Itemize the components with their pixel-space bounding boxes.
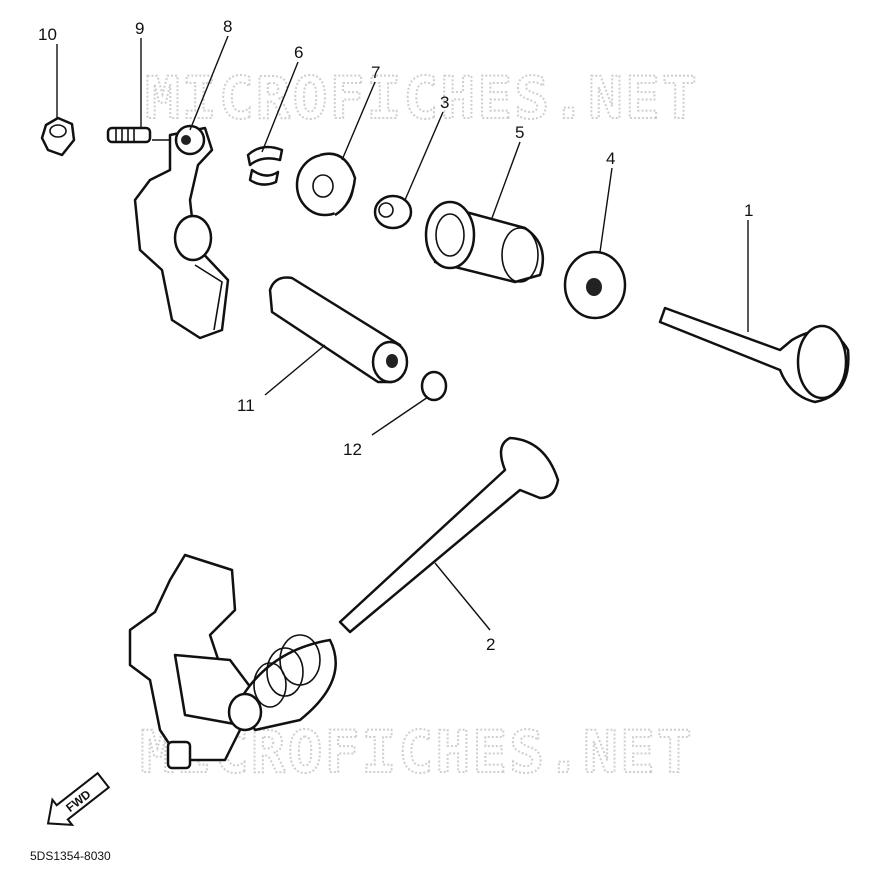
callout-labels: 10 9 8 6 7 3 5 4 1 11 12 2 xyxy=(38,17,753,654)
lower-rocker-assembly xyxy=(128,553,337,770)
callout-5: 5 xyxy=(515,123,524,142)
callout-9: 9 xyxy=(135,19,144,38)
fwd-arrow: FWD xyxy=(46,771,111,827)
callout-12: 12 xyxy=(343,440,362,459)
callout-11: 11 xyxy=(237,396,255,415)
part-12-o-ring xyxy=(420,370,448,402)
part-2-valve xyxy=(338,436,560,634)
callout-1: 1 xyxy=(744,201,753,220)
part-10-nut xyxy=(40,116,76,157)
callout-10: 10 xyxy=(38,25,57,44)
callout-3: 3 xyxy=(440,93,449,112)
part-1-valve xyxy=(658,306,850,404)
watermark-top: MICROFICHES.NET xyxy=(145,64,699,132)
part-3-stem-seal xyxy=(373,194,413,230)
callout-7: 7 xyxy=(371,63,380,82)
part-8-rocker-arm xyxy=(133,124,230,340)
part-11-rocker-shaft xyxy=(268,276,409,384)
callout-2: 2 xyxy=(486,635,495,654)
callout-4: 4 xyxy=(606,149,615,168)
part-6-valve-cotter xyxy=(246,145,284,186)
part-5-valve-spring xyxy=(424,200,545,284)
part-4-spring-seat xyxy=(563,250,627,320)
leader-lines xyxy=(56,35,749,631)
part-7-spring-retainer xyxy=(295,152,357,217)
part-9-adjust-screw xyxy=(106,126,175,144)
fwd-arrow-icon xyxy=(46,771,111,827)
callout-8: 8 xyxy=(223,17,232,36)
diagram-code: 5DS1354-8030 xyxy=(30,849,111,863)
callout-6: 6 xyxy=(294,43,303,62)
